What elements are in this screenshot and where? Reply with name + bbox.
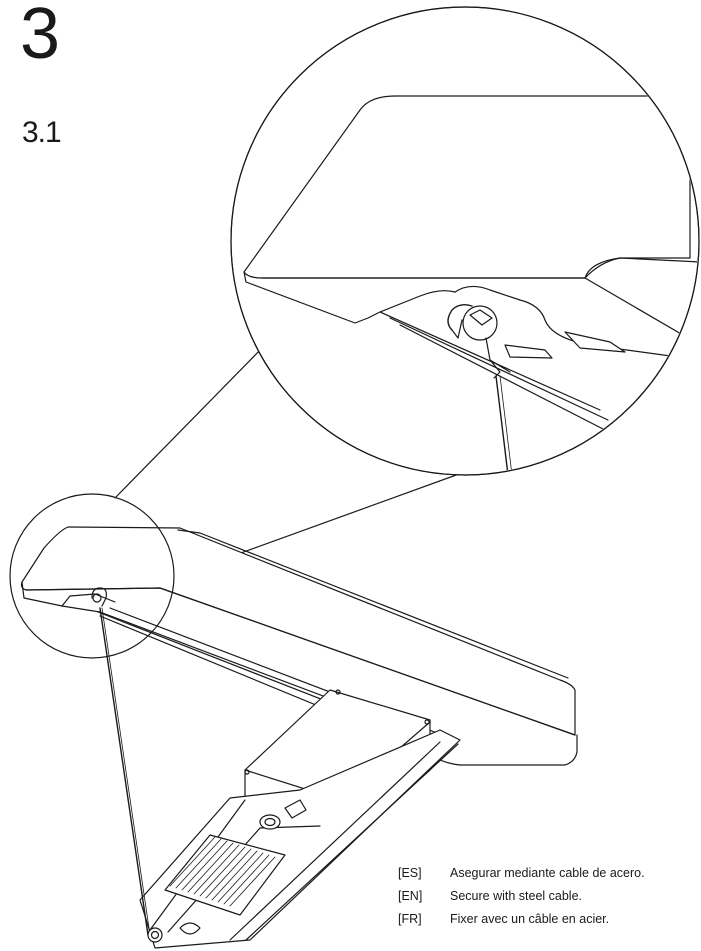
instruction-en: [EN] Secure with steel cable. (398, 889, 688, 904)
language-code: [EN] (398, 889, 423, 903)
zoom-detail (230, 6, 700, 476)
instruction-text: Secure with steel cable. (450, 889, 583, 903)
step-number: 3 (20, 0, 60, 74)
language-code: [FR] (398, 912, 422, 926)
detail-circle (9, 493, 175, 659)
instruction-es: [ES] Asegurar mediante cable de acero. (398, 866, 688, 881)
heat-sink (164, 834, 286, 916)
cable-gland (259, 799, 307, 830)
instruction-fr: [FR] Fixer avec un câble en acier. (398, 912, 688, 927)
instructions-list: [ES] Asegurar mediante cable de acero. [… (398, 866, 688, 935)
steel-cable (91, 587, 201, 943)
substep-number: 3.1 (22, 116, 62, 149)
instruction-text: Fixer avec un câble en acier. (450, 912, 610, 926)
language-code: [ES] (398, 866, 422, 880)
instruction-text: Asegurar mediante cable de acero. (450, 866, 645, 880)
luminaire-body (20, 526, 578, 766)
